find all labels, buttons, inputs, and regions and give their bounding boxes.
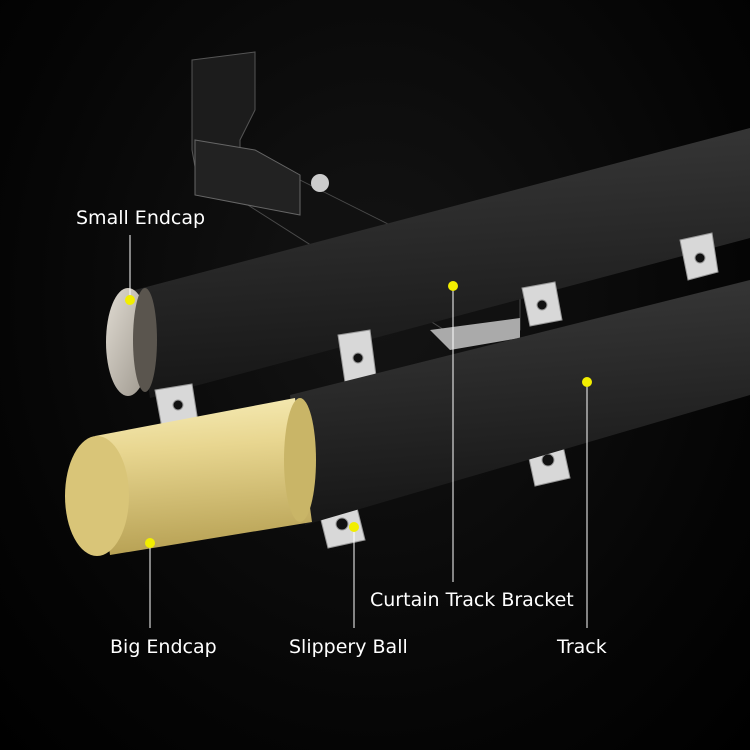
upper-track: [135, 128, 750, 398]
small-endcap-dot: [125, 295, 135, 305]
small-endcap: [106, 288, 157, 396]
label-small-endcap: Small Endcap: [76, 207, 206, 229]
label-big-endcap: Big Endcap: [110, 636, 217, 658]
big-endcap-dot: [145, 538, 155, 548]
slippery-ball-dot: [349, 522, 359, 532]
big-endcap: [65, 398, 316, 556]
label-track: Track: [557, 636, 607, 658]
lower-track: [290, 280, 750, 525]
leader-lines: [129, 235, 588, 628]
marker-dots: [125, 281, 592, 548]
track-dot: [582, 377, 592, 387]
label-curtain-track-bracket: Curtain Track Bracket: [370, 589, 574, 611]
label-slippery-ball: Slippery Ball: [289, 636, 408, 658]
bracket-dot: [448, 281, 458, 291]
